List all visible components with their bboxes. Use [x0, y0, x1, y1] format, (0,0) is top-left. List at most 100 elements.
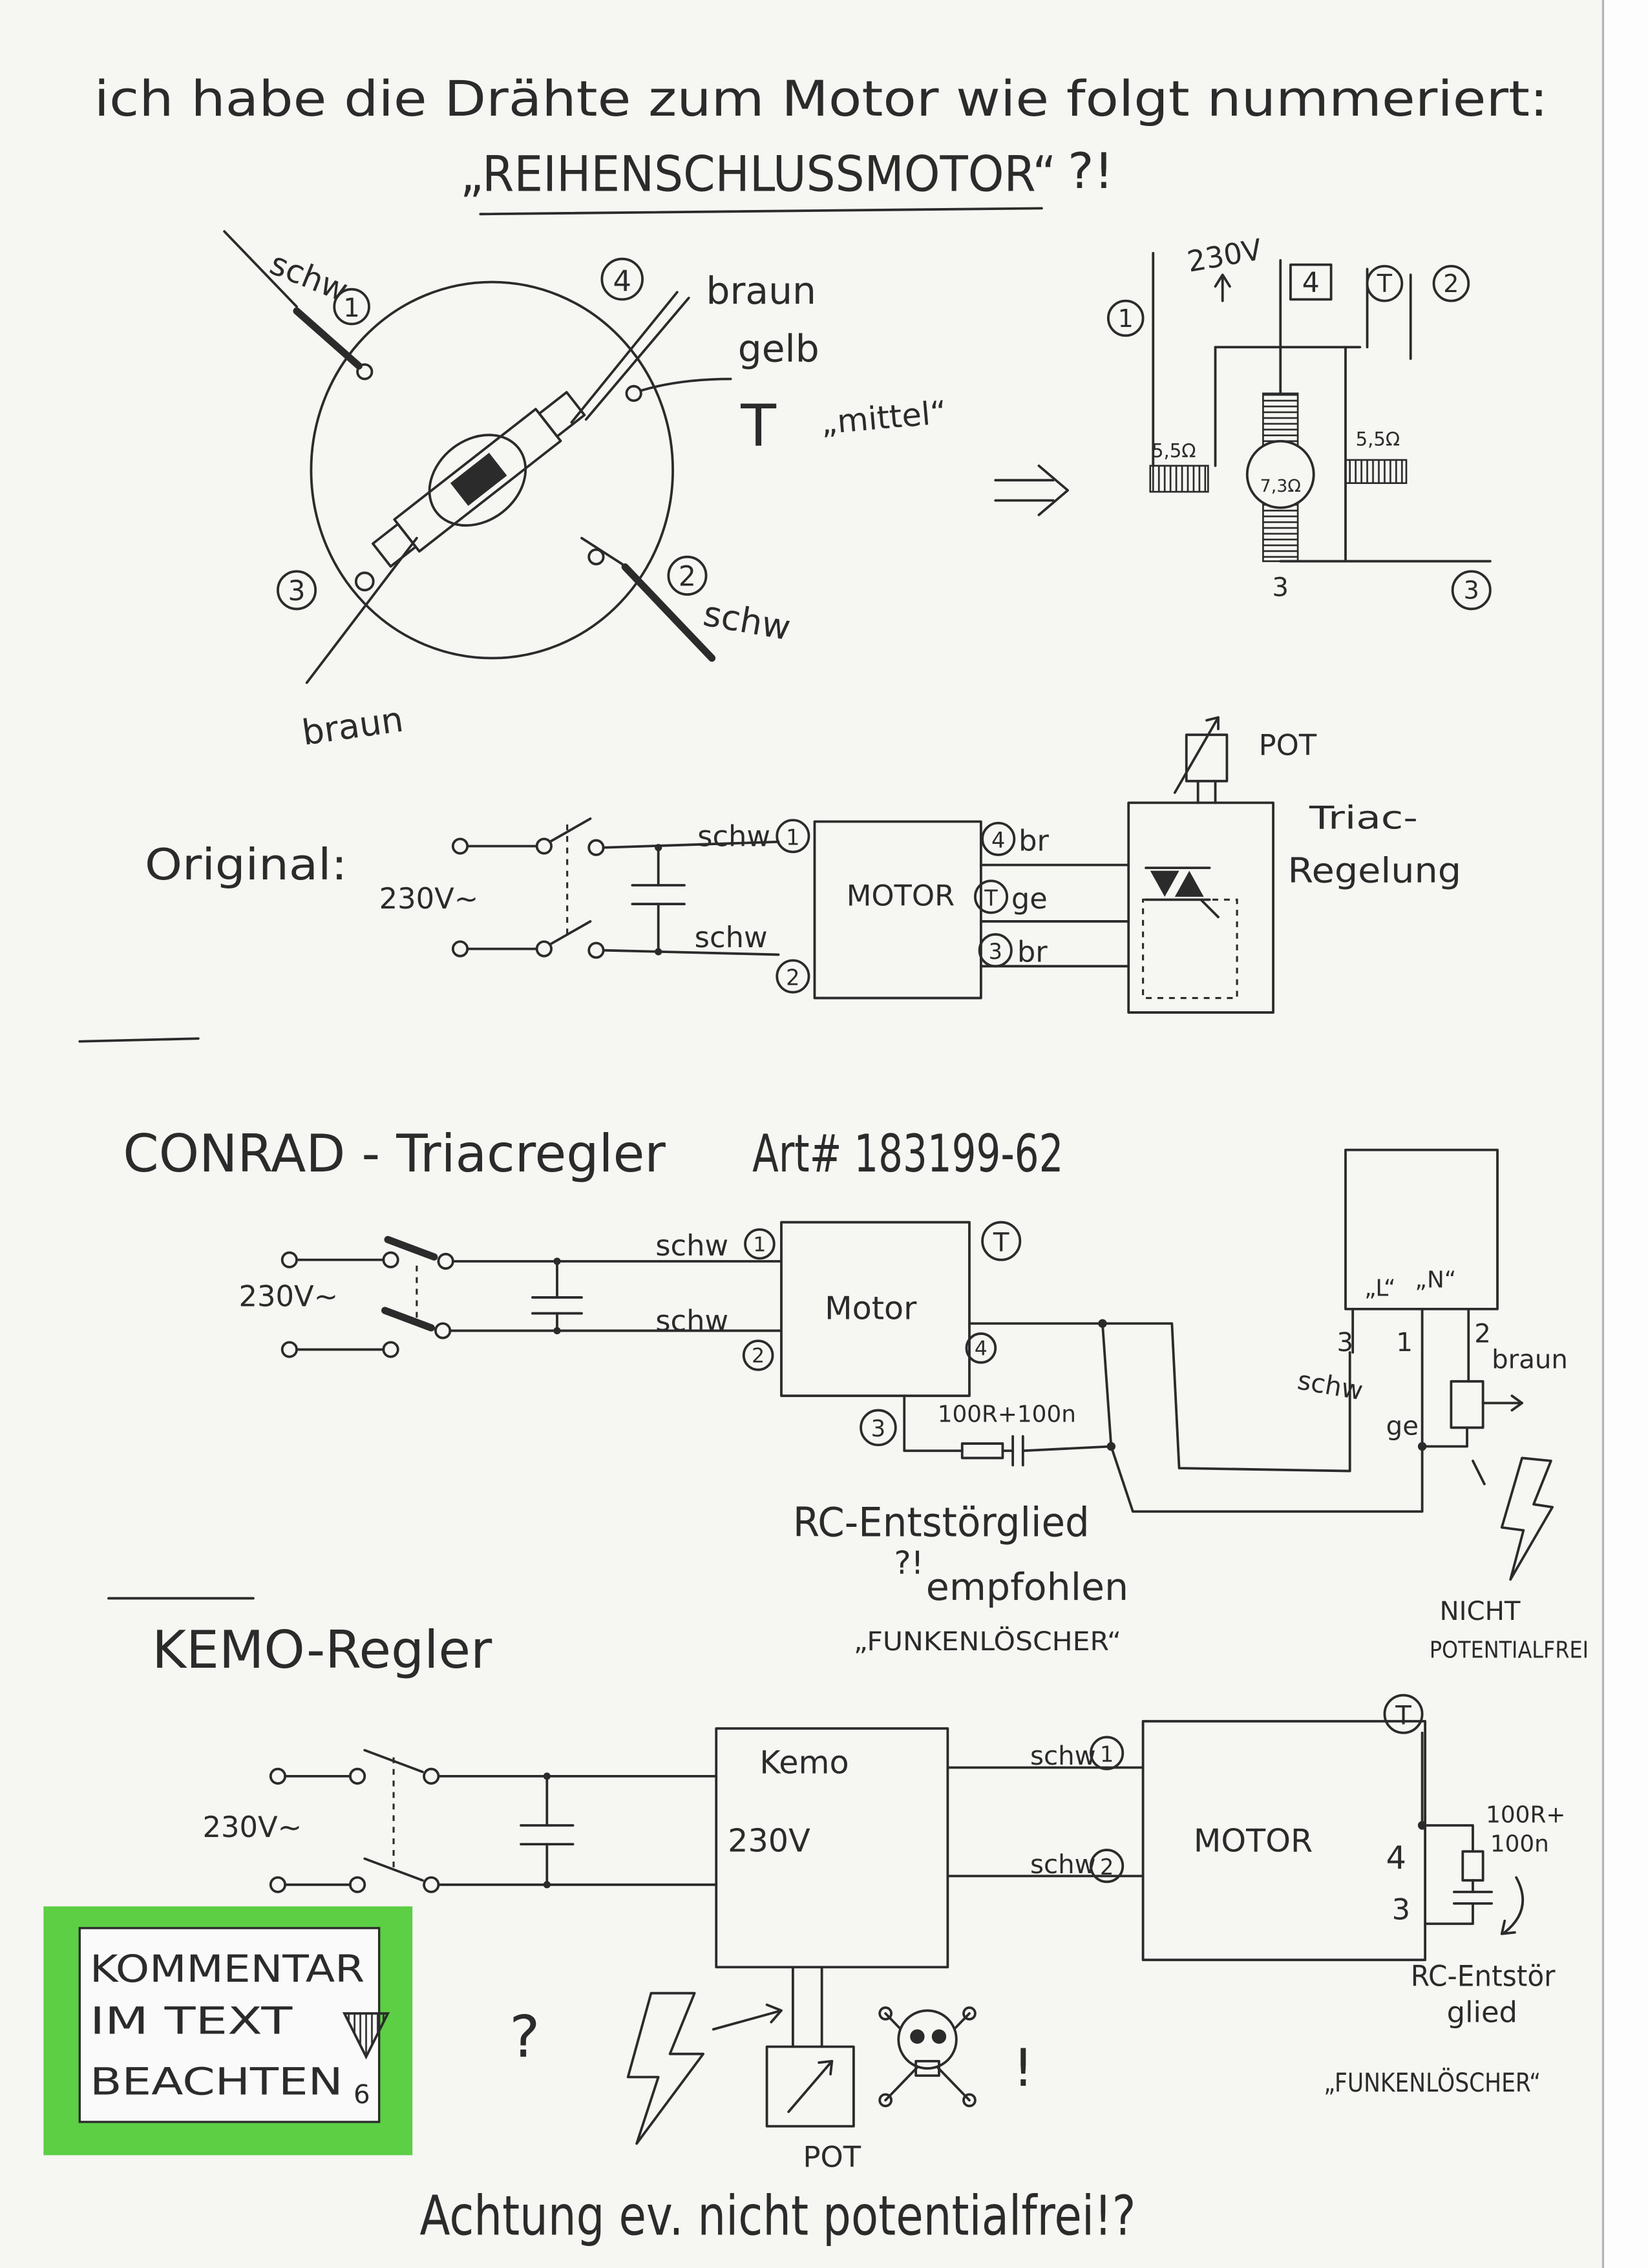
rc-mark: ?! [894, 1544, 924, 1582]
rotor-core [450, 452, 507, 506]
rc-name-1: RC-Entstör [1411, 1958, 1556, 1993]
terminal-1-circle [1106, 299, 1145, 337]
wire-1-number: 1 [343, 293, 360, 323]
wire-4-number: 4 [991, 828, 1005, 853]
wire-1-number: 1 [753, 1233, 766, 1256]
capacitor [520, 1772, 575, 1889]
wire-4-circle [981, 821, 1016, 856]
wire-3-number: 3 [288, 576, 306, 607]
rc-snubber [903, 1394, 1116, 1467]
wire-1-line [223, 230, 298, 308]
kemo-circuit: KEMO-Regler 230V~ Kemo 230V schw 1 schw [107, 1597, 1565, 2174]
mains-label: 230V~ [379, 881, 479, 916]
pin-2-label: 2 [1474, 1318, 1491, 1349]
equivalent-circuit: 230V 1 4 T 2 5,5Ω 7,3Ω 5,5Ω 3 3 [1106, 232, 1492, 611]
terminal-4-label: 4 [1302, 268, 1320, 299]
wire-2-circle [1090, 1849, 1125, 1884]
wire-t-number: T [1395, 1700, 1411, 1730]
scan-margin [1603, 0, 1648, 2268]
motor-housing [310, 280, 674, 660]
wire-2-number-circle [667, 555, 708, 596]
wire-t: gelb T „mittel“ [625, 327, 948, 459]
footer-warning: Achtung ev. nicht potentialfrei!? [419, 2185, 1136, 2249]
triac-label-2: Regelung [1287, 850, 1461, 890]
terminal-t-label: T [1377, 269, 1393, 298]
terminal-1-label: 1 [1118, 304, 1134, 333]
wire-t-color: ge [1011, 881, 1048, 916]
terminal-3-circle [1451, 570, 1492, 611]
pin-3-label: 3 [1337, 1327, 1354, 1358]
original-circuit: Original: 230V~ schw 1 schw 2 MOTOR 4 br [78, 716, 1461, 1043]
wire-t-number: T [984, 885, 998, 910]
wire-t-circle [974, 879, 1009, 914]
wire-t-terminal [625, 384, 642, 402]
terminal-3-right: 3 [1464, 576, 1479, 605]
intro-text: ich habe die Drähte zum Motor wie folgt … [94, 70, 1548, 127]
wire-3-number: 3 [1392, 1893, 1410, 1927]
comment-panel [78, 1927, 381, 2123]
wire-1-terminal [356, 363, 374, 381]
mains-switch [269, 1748, 718, 1893]
rc-name: RC-Entstörglied [793, 1498, 1090, 1546]
wire-4-line-a [570, 291, 679, 424]
kemo-box [715, 1727, 949, 1969]
warning-line-1: NICHT [1439, 1596, 1520, 1626]
wire-1-number-circle [333, 288, 370, 326]
potentiometer-icon [765, 2045, 855, 2128]
conrad-title: CONRAD - Triacregler [123, 1124, 666, 1184]
wire-1-circle [1090, 1736, 1125, 1770]
wire-2-color: schw [655, 1303, 728, 1338]
pot-label: POT [803, 2139, 861, 2174]
wire-1-number: 1 [1100, 1742, 1114, 1767]
field-winding-left [1149, 465, 1209, 493]
exclamation-mark: ! [1013, 2038, 1033, 2099]
original-label: Original: [145, 839, 347, 890]
wire-4-number-circle [600, 257, 644, 301]
wire-1-color: schw [697, 819, 770, 854]
wire-1-color: schw [655, 1228, 728, 1263]
wire-2-number: 2 [1100, 1854, 1114, 1880]
wire-t-circle [1383, 1694, 1424, 1734]
wire-4-number: 4 [613, 264, 631, 298]
wire-4-number: 4 [1386, 1839, 1406, 1876]
wire-t-symbol: T [740, 392, 776, 459]
junction [1098, 1319, 1107, 1328]
wire-1-color: schw [1030, 1741, 1096, 1771]
wire-4-number: 4 [975, 1337, 988, 1360]
wire-2-number: 2 [679, 562, 696, 593]
kemo-box-voltage: 230V [728, 1822, 810, 1859]
title-underline [479, 207, 1043, 216]
wire-2-circle [742, 1339, 774, 1371]
wire-2-circle [776, 959, 810, 994]
rc-snubber [1417, 1821, 1525, 1935]
rc-alias: „FUNKENLÖSCHER“ [854, 1626, 1121, 1657]
wire-2-number: 2 [752, 1345, 765, 1368]
mains-switch [451, 817, 780, 959]
kemo-title: KEMO-Regler [152, 1620, 492, 1681]
comment-line-1: KOMMENTAR [90, 1947, 364, 1991]
mains-label: 230V~ [239, 1279, 339, 1313]
rc-alias: „FUNKENLÖSCHER“ [1324, 2067, 1541, 2098]
brush-right [538, 391, 586, 438]
warning-line-2: POTENTIALFREI [1430, 1637, 1589, 1663]
arrow-icon [712, 2003, 783, 2031]
implies-arrow-icon [994, 464, 1070, 516]
rc-value-2: 100n [1490, 1831, 1549, 1857]
triac-icon [1145, 866, 1220, 919]
wire-2-insulation [621, 563, 716, 662]
question-mark: ? [509, 2004, 540, 2071]
field-winding-right [1344, 459, 1408, 485]
wire-t-line [639, 377, 732, 392]
wire-4-color: braun [706, 269, 816, 313]
wire-3-circle [860, 1409, 897, 1447]
rc-note: empfohlen [926, 1565, 1128, 1609]
wire-t-number: T [993, 1227, 1009, 1257]
motor-label: MOTOR [1194, 1822, 1313, 1859]
skull-icon [878, 2006, 977, 2108]
armature [1245, 439, 1315, 509]
wire-1-circle [744, 1228, 776, 1260]
pin-1-label: 1 [1396, 1327, 1413, 1358]
wire-2-color: schw [695, 920, 768, 954]
wire-4-line-b [584, 297, 690, 421]
wire-3-terminal [354, 571, 375, 592]
